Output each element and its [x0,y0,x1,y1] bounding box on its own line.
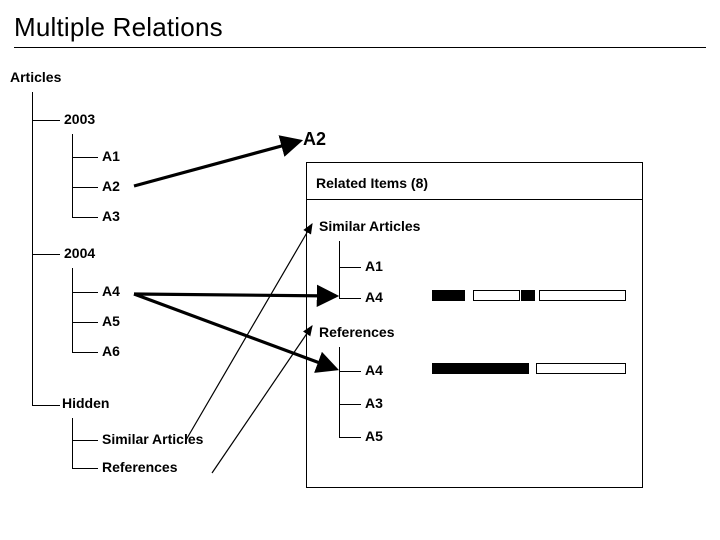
panel-connector-references-a4 [339,371,361,372]
tree-root-articles[interactable]: Articles [10,69,62,85]
tree-connector-references [72,468,98,469]
tree-item-a3[interactable]: A3 [102,208,120,224]
arrow-hidden-similar-to-section [185,222,313,441]
bar-segment-empty [536,363,626,374]
tree-item-a1[interactable]: A1 [102,148,120,164]
tree-item-a2[interactable]: A2 [102,178,120,194]
tree-connector-a4 [72,292,98,293]
bar-segment-empty [539,290,626,301]
tree-connector-similar-articles [72,440,98,441]
related-items-panel: Related Items (8) Similar Articles A1 A4… [306,162,643,488]
panel-item-similar-a4[interactable]: A4 [365,289,383,305]
tree-connector-a1 [72,157,98,158]
panel-section-similar-articles[interactable]: Similar Articles [319,218,421,234]
panel-item-similar-a1[interactable]: A1 [365,258,383,274]
tree-item-a6[interactable]: A6 [102,343,120,359]
panel-item-references-a3[interactable]: A3 [365,395,383,411]
tree-branch-line-2004 [72,268,73,352]
bar-segment-filled [521,290,535,301]
panel-connector-similar-a1 [339,267,361,268]
page-title: Multiple Relations [14,12,223,42]
tree-trunk-line [32,92,33,405]
panel-item-references-a4[interactable]: A4 [365,362,383,378]
tree-connector-a2 [72,187,98,188]
related-items-header-bar [307,163,642,200]
tree-connector-a3 [72,217,98,218]
tree-item-a5[interactable]: A5 [102,313,120,329]
panel-item-references-a5[interactable]: A5 [365,428,383,444]
tree-connector-a6 [72,352,98,353]
arrow-hidden-references-to-section [211,325,313,474]
panel-section-references[interactable]: References [319,324,395,340]
bar-segment-empty [473,290,520,301]
tree-item-similar-articles[interactable]: Similar Articles [102,431,204,447]
tree-connector-a5 [72,322,98,323]
tree-group-2004[interactable]: 2004 [64,245,96,261]
tree-group-2003[interactable]: 2003 [64,111,96,127]
bar-segment-filled [432,363,529,374]
related-items-header-label: Related Items (8) [316,175,429,191]
arrow-a2-to-callout [133,135,304,188]
selected-article-callout: A2 [303,129,327,149]
tree-connector-2003 [32,120,60,121]
title-divider [14,47,706,48]
tree-item-references[interactable]: References [102,459,178,475]
tree-group-hidden[interactable]: Hidden [62,395,110,411]
panel-connector-references-a5 [339,437,361,438]
panel-branch-line-references [339,347,340,437]
panel-connector-similar-a4 [339,298,361,299]
tree-connector-hidden [32,405,60,406]
tree-item-a4[interactable]: A4 [102,283,120,299]
tree-connector-2004 [32,254,60,255]
bar-segment-filled [432,290,465,301]
panel-connector-references-a3 [339,404,361,405]
tree-branch-line-hidden [72,418,73,468]
panel-branch-line-similar [339,241,340,299]
tree-branch-line-2003 [72,134,73,218]
